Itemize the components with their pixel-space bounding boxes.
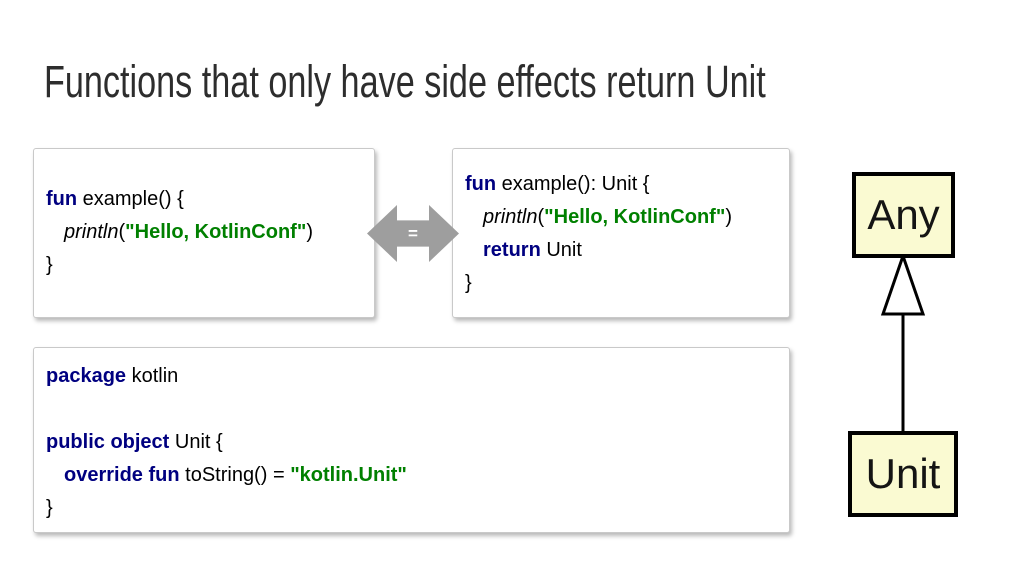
code-box-unit-declaration: package kotlin public object Unit { over… [33, 347, 790, 533]
code-line: override fun toString() = "kotlin.Unit" [34, 459, 789, 492]
code-line: println("Hello, KotlinConf") [34, 216, 374, 249]
code-line: public object Unit { [34, 426, 789, 459]
slide-title: Functions that only have side effects re… [44, 56, 766, 107]
keyword-token: package [46, 365, 127, 387]
code-line: fun example(): Unit { [453, 168, 789, 201]
inheritance-arrow-icon [880, 254, 926, 431]
code-line-blank [34, 393, 789, 426]
code-token: } [46, 254, 53, 276]
function-name-token: println [64, 221, 119, 243]
code-token: toString() = [179, 464, 291, 486]
string-token: "Hello, KotlinConf" [125, 221, 307, 243]
keyword-token: fun [46, 188, 78, 210]
code-token: ( [118, 221, 126, 243]
string-token: "Hello, KotlinConf" [544, 206, 726, 228]
code-token: kotlin [126, 365, 179, 387]
code-line: package kotlin [34, 360, 789, 393]
code-token: example(): Unit { [496, 173, 650, 195]
code-box-side-effect-fun: fun example() { println("Hello, KotlinCo… [33, 148, 375, 318]
code-token: ( [537, 206, 545, 228]
any-class-box: Any [852, 172, 955, 258]
code-line: } [34, 492, 789, 525]
function-name-token: println [483, 206, 538, 228]
code-token: } [46, 497, 53, 519]
code-token: ) [725, 206, 732, 228]
keyword-token: fun [465, 173, 497, 195]
code-line: println("Hello, KotlinConf") [453, 201, 789, 234]
keyword-token: public object [46, 431, 170, 453]
equivalence-double-arrow-icon: = [367, 205, 459, 262]
code-token: example() { [77, 188, 184, 210]
keyword-token: return [483, 239, 541, 261]
code-line: fun example() { [34, 183, 374, 216]
any-class-label: Any [867, 191, 940, 238]
keyword-token: override fun [64, 464, 180, 486]
code-line: } [453, 267, 789, 300]
code-token: Unit { [169, 431, 223, 453]
code-line: return Unit [453, 234, 789, 267]
inheritance-triangle-icon [880, 254, 926, 316]
code-token: } [465, 272, 472, 294]
code-line: } [34, 249, 374, 282]
unit-class-label: Unit [865, 450, 941, 497]
string-token: "kotlin.Unit" [290, 464, 407, 486]
equals-label: = [408, 224, 418, 243]
code-box-explicit-unit-fun: fun example(): Unit { println("Hello, Ko… [452, 148, 790, 318]
code-token: Unit [540, 239, 582, 261]
code-token: ) [306, 221, 313, 243]
unit-class-box: Unit [848, 431, 958, 517]
